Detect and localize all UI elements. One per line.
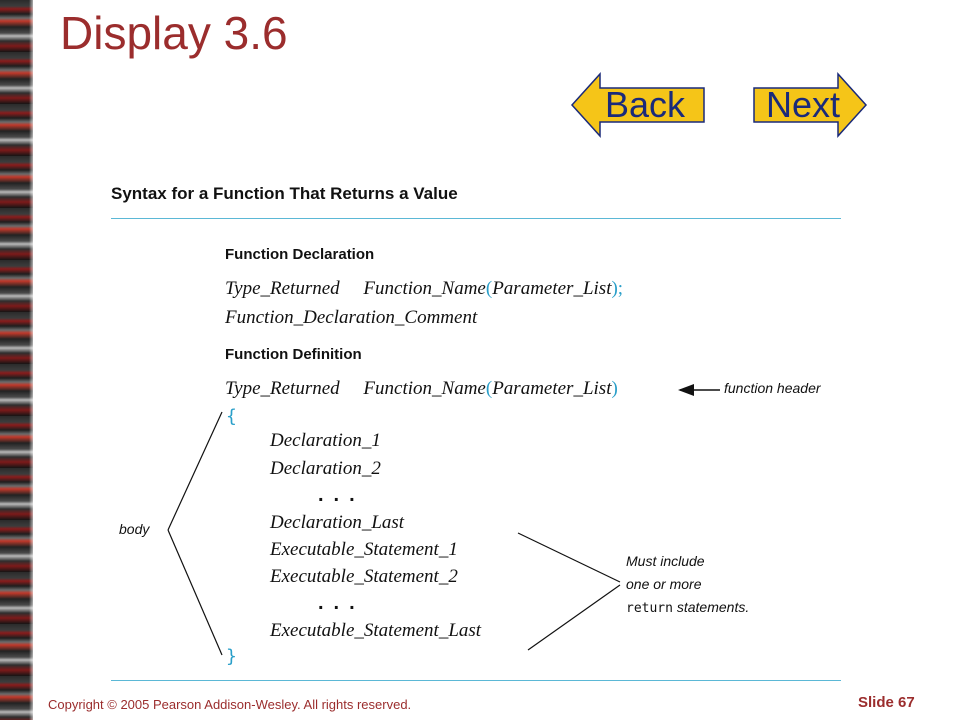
close-brace: } — [226, 646, 237, 667]
body-executable-1: Executable_Statement_1 — [270, 539, 458, 560]
top-divider — [111, 218, 841, 219]
body-ellipsis-1: ... — [318, 484, 365, 506]
note-pointer-lower — [527, 584, 621, 651]
body-declaration-1: Declaration_1 — [270, 430, 381, 451]
def-name: Function_Name — [363, 378, 486, 399]
decl-type: Type_Returned — [225, 278, 340, 299]
footer-copyright: Copyright © 2005 Pearson Addison-Wesley.… — [48, 697, 412, 712]
next-button-label: Next — [766, 84, 841, 125]
def-close-paren: ) — [611, 378, 618, 399]
function-header-note: function header — [724, 380, 821, 396]
decl-params: Parameter_List — [492, 278, 612, 299]
back-button[interactable]: Back — [570, 72, 710, 138]
body-ellipsis-2: ... — [318, 592, 365, 614]
slide-number: Slide 67 — [858, 694, 915, 711]
next-button[interactable]: Next — [752, 72, 892, 138]
declaration-label: Function Declaration — [225, 246, 375, 263]
body-declaration-last: Declaration_Last — [270, 512, 405, 533]
left-arrow-icon — [570, 72, 705, 138]
note-line-2: one or more — [626, 576, 702, 592]
definition-header-line: Type_Returned Function_Name(Parameter_Li… — [225, 378, 618, 400]
header-arrow-head — [678, 384, 694, 396]
bottom-divider — [111, 680, 841, 681]
right-arrow-icon — [753, 72, 868, 138]
note-pointer-upper — [517, 532, 621, 583]
body-executable-last: Executable_Statement_Last — [270, 620, 482, 641]
body-bracket-lower — [167, 529, 223, 656]
decl-open-paren: ( — [485, 278, 493, 299]
figure-heading: Syntax for a Function That Returns a Val… — [111, 184, 458, 203]
body-label: body — [119, 521, 150, 537]
return-keyword: return — [626, 601, 673, 616]
declaration-comment: Function_Declaration_Comment — [225, 307, 478, 328]
def-open-paren: ( — [485, 378, 493, 399]
open-brace: { — [226, 406, 237, 427]
note-line-3-rest: statements. — [672, 599, 750, 615]
decorative-side-strip — [0, 0, 33, 720]
body-bracket-upper — [167, 411, 223, 531]
slide-title: Display 3.6 — [60, 7, 288, 59]
decl-name: Function_Name — [363, 278, 486, 299]
declaration-line: Type_Returned Function_Name(Parameter_Li… — [225, 278, 623, 300]
body-executable-2: Executable_Statement_2 — [270, 566, 458, 587]
decl-close: ); — [611, 278, 624, 299]
def-type: Type_Returned — [225, 378, 340, 399]
back-button-label: Back — [605, 84, 686, 125]
definition-label: Function Definition — [225, 346, 362, 363]
def-params: Parameter_List — [492, 378, 612, 399]
note-line-3: return statements. — [626, 599, 749, 616]
body-declaration-2: Declaration_2 — [270, 458, 381, 479]
note-line-1: Must include — [626, 553, 705, 569]
